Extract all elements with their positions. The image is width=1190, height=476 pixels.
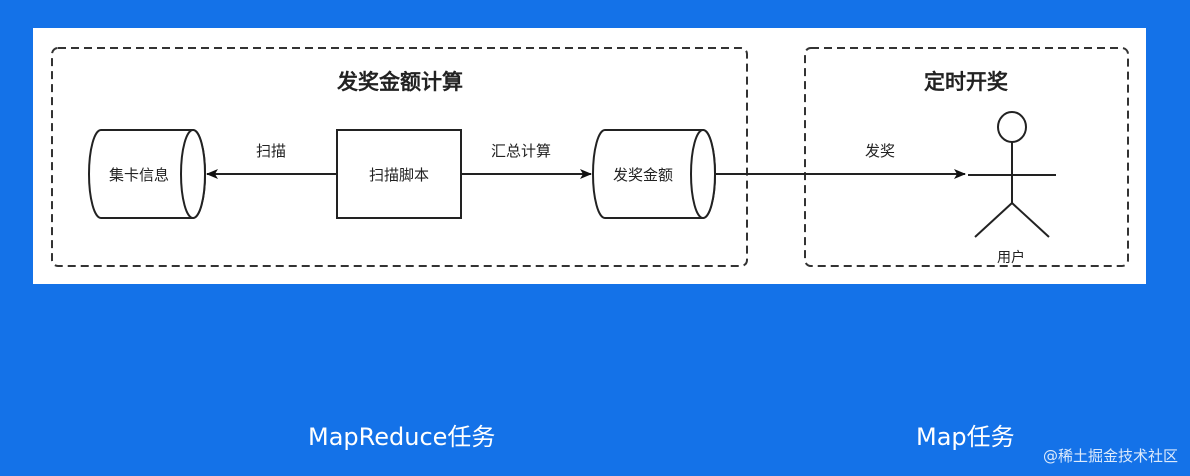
diagram-panel xyxy=(33,28,1146,284)
cylinder-card-info xyxy=(88,129,206,219)
node-user-label: 用户 xyxy=(997,249,1025,266)
group-box-draw xyxy=(804,47,1129,267)
group-title-calc: 发奖金额计算 xyxy=(336,70,463,94)
source-watermark: @稀土掘金技术社区 xyxy=(1042,447,1178,465)
node-card-info-label: 集卡信息 xyxy=(109,166,169,184)
group-title-draw: 定时开奖 xyxy=(924,70,1009,94)
node-scan-script-label: 扫描脚本 xyxy=(369,166,429,184)
cylinder-prize-amount xyxy=(592,129,716,219)
group-box-calc xyxy=(51,47,748,267)
caption-mapreduce-task: MapReduce任务 xyxy=(308,423,496,451)
edge-sum-calc-label: 汇总计算 xyxy=(491,142,551,160)
caption-map-task: Map任务 xyxy=(916,423,1015,451)
edge-scan-label: 扫描 xyxy=(256,142,286,160)
actor-user-icon xyxy=(968,111,1056,238)
node-prize-amount-label: 发奖金额 xyxy=(613,166,673,184)
edge-award-label: 发奖 xyxy=(865,142,895,160)
